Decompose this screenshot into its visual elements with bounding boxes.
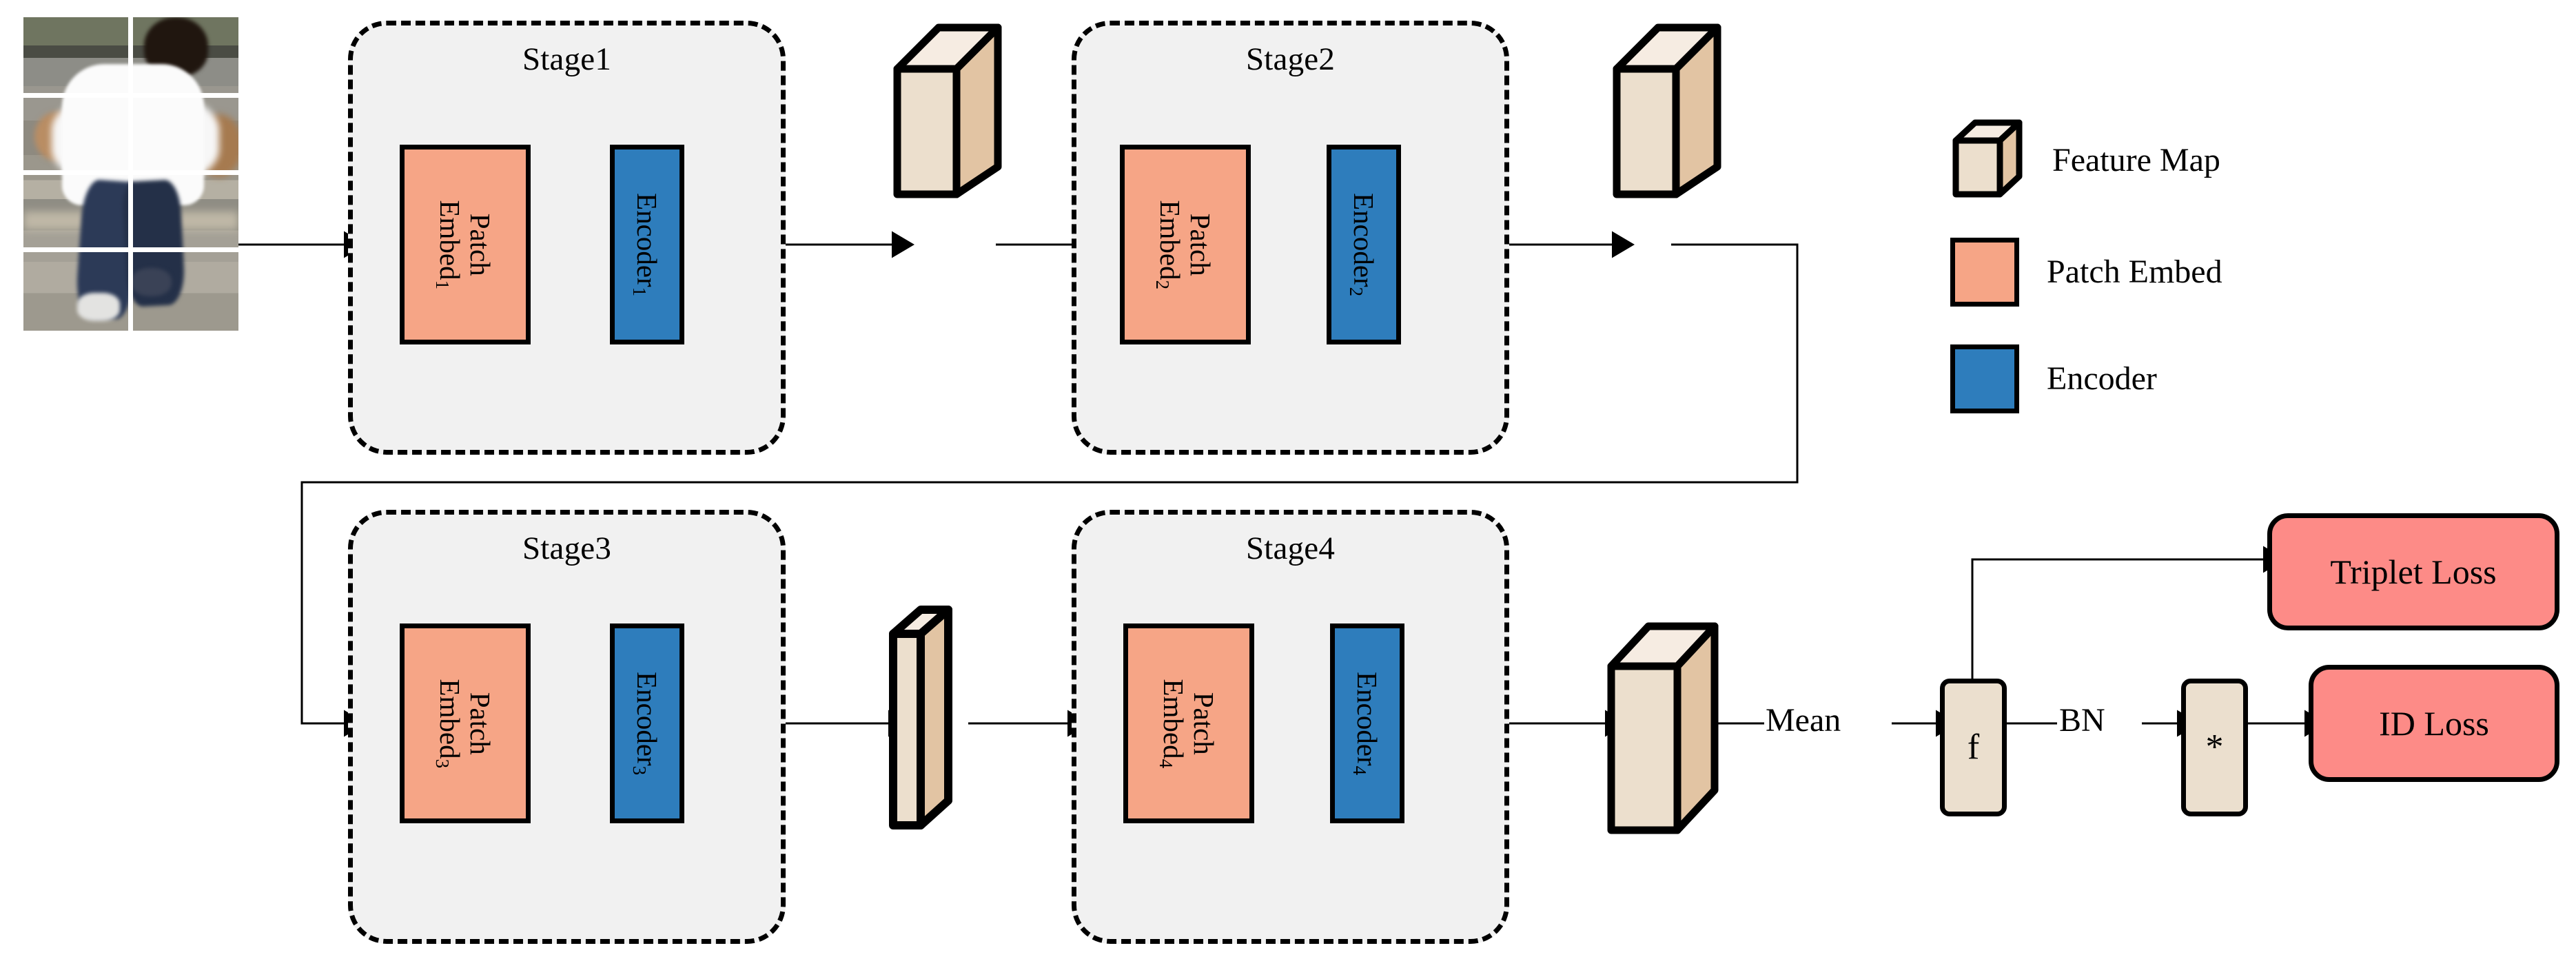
encoder-swatch-icon [1950,344,2019,413]
encoder-block-1[interactable]: Encoder1 [610,145,684,344]
legend-label-encoder: Encoder [2047,360,2157,397]
legend-item-feature-map: Feature Map [1950,117,2220,203]
stage-title-4: Stage4 [1245,530,1336,566]
image-left-shoe [77,293,121,322]
legend-label-feature-map: Feature Map [2052,141,2220,178]
feature-map-cuboid-icon [1950,117,2025,203]
encoder-block-4[interactable]: Encoder4 [1330,623,1404,823]
classifier-box[interactable]: * [2181,679,2248,816]
triplet-loss-box[interactable]: Triplet Loss [2267,513,2559,630]
input-person-image [23,17,238,331]
encoder-label-2: Encoder2 [1346,192,1380,297]
stage-title-1: Stage1 [522,41,612,77]
feature-map-4 [1606,617,1737,837]
stage-title-3: Stage3 [522,530,612,566]
feature-map-2 [1613,21,1723,200]
bn-label: BN [2059,702,2105,739]
patch-embed-swatch-icon [1950,238,2019,307]
feature-map-3 [886,606,976,847]
feature-map-1 [893,21,1003,200]
encoder-block-2[interactable]: Encoder2 [1327,145,1401,344]
encoder-label-1: Encoder1 [629,192,664,297]
legend-item-encoder: Encoder [1950,344,2157,413]
image-right-shoe [131,268,172,296]
patch-grid-line-horizontal [23,93,238,98]
legend-item-patch-embed: Patch Embed [1950,238,2222,307]
encoder-label-3: Encoder3 [629,671,664,776]
legend-label-patch-embed: Patch Embed [2047,254,2222,290]
patch-grid-line-horizontal [23,247,238,252]
feature-vector-box[interactable]: f [1940,679,2007,816]
patch-grid-line-horizontal [23,170,238,175]
id-loss-box[interactable]: ID Loss [2309,665,2559,782]
encoder-block-3[interactable]: Encoder3 [610,623,684,823]
encoder-label-4: Encoder4 [1349,671,1384,776]
mean-label: Mean [1766,702,1841,739]
stage-title-2: Stage2 [1245,41,1336,77]
